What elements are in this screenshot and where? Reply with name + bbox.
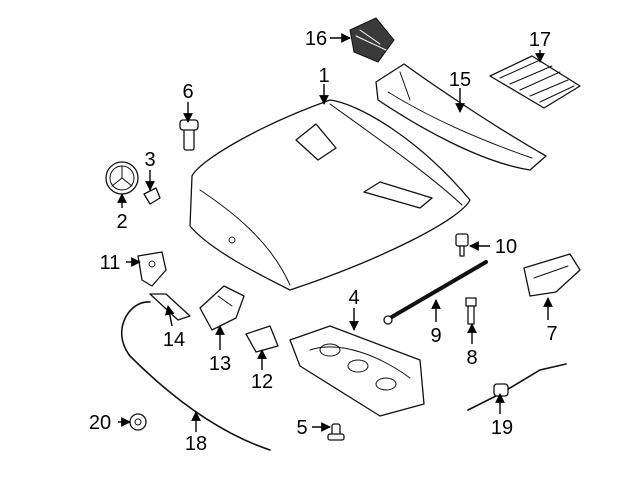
callout-16: 16 <box>305 28 327 50</box>
retainer-part <box>129 413 147 431</box>
vent-panel-part <box>489 55 581 109</box>
cable-assembly-part <box>467 363 567 411</box>
leader-lines <box>117 33 553 432</box>
hinge-part <box>523 253 581 297</box>
insulator-part <box>289 325 425 417</box>
emblem-part <box>105 161 139 195</box>
callout-7: 7 <box>546 323 557 345</box>
callout-14: 14 <box>163 329 185 351</box>
stud-part <box>455 233 469 257</box>
release-cable-part <box>120 301 271 451</box>
callout-12: 12 <box>251 371 273 393</box>
latch-part <box>199 285 245 331</box>
bolt-part <box>465 297 477 325</box>
bumper-part <box>179 119 199 151</box>
callout-10: 10 <box>495 236 517 258</box>
grille-part <box>349 17 395 63</box>
callout-6: 6 <box>182 81 193 103</box>
callout-labels: 1 2 3 4 5 6 7 8 9 10 11 12 13 14 15 16 1… <box>89 28 558 455</box>
callout-18: 18 <box>185 433 207 455</box>
fastener-part <box>327 423 345 441</box>
callout-5: 5 <box>296 417 307 439</box>
callout-4: 4 <box>348 287 359 309</box>
cowl-panel-part <box>375 63 547 171</box>
callout-17: 17 <box>529 29 551 51</box>
callout-9: 9 <box>430 325 441 347</box>
callout-19: 19 <box>491 417 513 439</box>
release-handle-part <box>245 325 279 353</box>
callout-8: 8 <box>466 347 477 369</box>
callout-20: 20 <box>89 412 111 434</box>
lock-part <box>137 251 167 287</box>
callout-2: 2 <box>116 211 127 233</box>
hood-part <box>189 99 471 291</box>
callout-13: 13 <box>209 353 231 375</box>
callout-15: 15 <box>449 69 471 91</box>
callout-3: 3 <box>144 149 155 171</box>
clip-part <box>143 187 161 205</box>
lift-support-part <box>383 260 488 325</box>
callout-1: 1 <box>318 65 329 87</box>
callout-11: 11 <box>100 252 121 274</box>
